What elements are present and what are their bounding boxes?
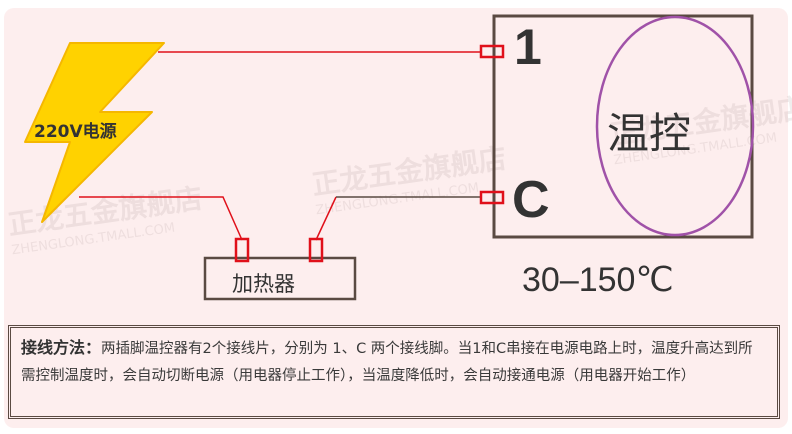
terminal-pin-c — [479, 190, 505, 205]
wiring-instructions: 接线方法：两插脚温控器有2个接线片，分别为 1、C 两个接线脚。当1和C串接在电… — [8, 325, 780, 419]
temperature-range: 30–150℃ — [522, 261, 674, 299]
instructions-title: 接线方法： — [21, 338, 102, 357]
thermostat-label: 温控 — [607, 109, 692, 158]
terminal-heater-right — [308, 237, 324, 263]
instructions-body: 两插脚温控器有2个接线片，分别为 1、C 两个接线脚。当1和C串接在电源电路上时… — [21, 341, 753, 384]
terminal-pin-1 — [479, 44, 505, 59]
power-source-label: 220V电源 — [34, 122, 117, 142]
lightning-bolt-icon — [24, 42, 165, 223]
pin-c-label: C — [512, 171, 550, 229]
wire-heater-to-pin-c — [315, 196, 337, 241]
wire-live-to-heater — [79, 196, 243, 241]
thermostat-ellipse — [595, 15, 755, 237]
heater-box — [203, 256, 357, 301]
terminal-heater-left — [234, 237, 250, 263]
heater-label: 加热器 — [232, 272, 295, 296]
pin-1-label: 1 — [514, 19, 542, 75]
